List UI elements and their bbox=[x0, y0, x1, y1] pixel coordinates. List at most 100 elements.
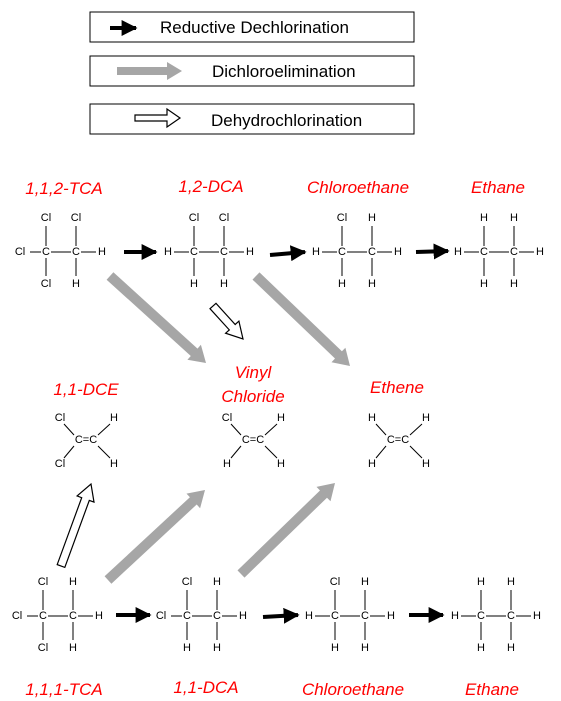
atom-right: H bbox=[394, 246, 402, 258]
atom-right: H bbox=[387, 610, 395, 622]
atom-bottom-2: H bbox=[72, 278, 80, 290]
atom-bottom-2: H bbox=[507, 642, 515, 654]
arrow-1-2-dca-to-vinyl-chloride bbox=[209, 302, 244, 340]
atom-top-2: H bbox=[361, 576, 369, 588]
atom-top-right: H bbox=[110, 412, 118, 424]
atom-bottom-2: H bbox=[361, 642, 369, 654]
compound-names: 1,1,2-TCA 1,2-DCA Chloroethane Ethane 1,… bbox=[25, 177, 525, 699]
atom-top-1: Cl bbox=[38, 576, 48, 588]
atom-carbon-1: C bbox=[477, 610, 485, 622]
atom-c-double-bond-c: C=C bbox=[387, 434, 409, 446]
legend-dichloroelimination: Dichloroelimination bbox=[89, 55, 415, 87]
name-1-1-dce: 1,1-DCE bbox=[53, 380, 119, 399]
legend-reductive-dechlorination: Reductive Dechlorination bbox=[89, 11, 415, 43]
bond bbox=[230, 423, 242, 436]
bond bbox=[409, 445, 423, 459]
reductive-arrows bbox=[116, 243, 450, 624]
atom-bottom-2: H bbox=[220, 278, 228, 290]
atom-bottom-2: H bbox=[368, 278, 376, 290]
atom-carbon-2: C bbox=[361, 610, 369, 622]
atom-left: Cl bbox=[156, 610, 166, 622]
name-chloride: Chloride bbox=[221, 387, 284, 406]
atom-top-1: Cl bbox=[182, 576, 192, 588]
arrow-1-2-dca-to-ethene bbox=[252, 272, 350, 366]
atom-top-2: H bbox=[510, 212, 518, 224]
name-1-1-2-tca: 1,1,2-TCA bbox=[25, 179, 102, 198]
bond bbox=[264, 423, 278, 436]
atom-bottom-1: H bbox=[190, 278, 198, 290]
atom-bottom-left: H bbox=[223, 458, 231, 470]
atom-c-double-bond-c: C=C bbox=[75, 434, 97, 446]
atom-top-1: Cl bbox=[41, 212, 51, 224]
atom-carbon-2: C bbox=[220, 246, 228, 258]
atom-right: H bbox=[246, 246, 254, 258]
arrow-1-1-dca-to-ethene bbox=[237, 483, 335, 578]
atom-right: H bbox=[239, 610, 247, 622]
atom-bottom-2: H bbox=[213, 642, 221, 654]
atom-bottom-1: H bbox=[331, 642, 339, 654]
atom-top-2: H bbox=[507, 576, 515, 588]
atom-left: H bbox=[454, 246, 462, 258]
legend-label-dichloroelimination: Dichloroelimination bbox=[212, 62, 356, 81]
arrow-1-1-dca-to-chloroethane bbox=[262, 607, 300, 624]
atom-bottom-left: Cl bbox=[55, 458, 65, 470]
atom-carbon-2: C bbox=[213, 610, 221, 622]
bond bbox=[264, 445, 278, 459]
atom-bottom-1: H bbox=[477, 642, 485, 654]
atom-top-2: H bbox=[69, 576, 77, 588]
bond bbox=[97, 445, 111, 459]
atom-bottom-1: H bbox=[338, 278, 346, 290]
atom-left: H bbox=[305, 610, 313, 622]
atom-carbon-1: C bbox=[190, 246, 198, 258]
legend-dehydrochlorination: Dehydrochlorination bbox=[89, 103, 415, 135]
dehydrochlorination-arrows bbox=[56, 302, 244, 569]
name-ethene: Ethene bbox=[370, 378, 424, 397]
name-1-1-dca: 1,1-DCA bbox=[173, 678, 238, 697]
arrow-chloroethane-to-ethane-top bbox=[415, 243, 450, 260]
name-chloroethane-bottom: Chloroethane bbox=[302, 680, 404, 699]
bond bbox=[63, 445, 75, 459]
atom-bottom-1: Cl bbox=[38, 642, 48, 654]
atom-bottom-right: H bbox=[277, 458, 285, 470]
atom-bottom-1: Cl bbox=[41, 278, 51, 290]
atom-bottom-2: H bbox=[510, 278, 518, 290]
atom-top-1: Cl bbox=[330, 576, 340, 588]
atom-left: H bbox=[312, 246, 320, 258]
atom-right: H bbox=[533, 610, 541, 622]
arrow-1-1-1-tca-to-1-1-dce bbox=[56, 482, 95, 569]
atom-carbon-1: C bbox=[42, 246, 50, 258]
dichloroelimination-arrows bbox=[104, 272, 350, 584]
name-vinyl: Vinyl bbox=[235, 363, 273, 382]
bond bbox=[63, 423, 75, 436]
atom-top-2: Cl bbox=[219, 212, 229, 224]
dichloroelimination-arrow-symbol bbox=[117, 62, 182, 80]
name-ethane-bottom: Ethane bbox=[465, 680, 519, 699]
atom-left: H bbox=[451, 610, 459, 622]
atom-top-2: H bbox=[213, 576, 221, 588]
atom-top-1: H bbox=[480, 212, 488, 224]
atom-top-left: Cl bbox=[222, 412, 232, 424]
atom-carbon-2: C bbox=[72, 246, 80, 258]
atom-right: H bbox=[536, 246, 544, 258]
atom-top-left: Cl bbox=[55, 412, 65, 424]
atom-top-left: H bbox=[368, 412, 376, 424]
structure-ethane-bottom: H C C H H H H H bbox=[451, 576, 541, 654]
atom-top-2: Cl bbox=[71, 212, 81, 224]
atom-carbon-1: C bbox=[183, 610, 191, 622]
name-chloroethane-top: Chloroethane bbox=[307, 178, 409, 197]
atom-left: H bbox=[164, 246, 172, 258]
atom-carbon-2: C bbox=[507, 610, 515, 622]
atom-top-1: H bbox=[477, 576, 485, 588]
atom-carbon-1: C bbox=[39, 610, 47, 622]
arrow-1-2-dca-to-chloroethane bbox=[269, 245, 307, 262]
atom-c-double-bond-c: C=C bbox=[242, 434, 264, 446]
bond bbox=[97, 423, 111, 436]
legend-box-reductive bbox=[89, 11, 415, 43]
